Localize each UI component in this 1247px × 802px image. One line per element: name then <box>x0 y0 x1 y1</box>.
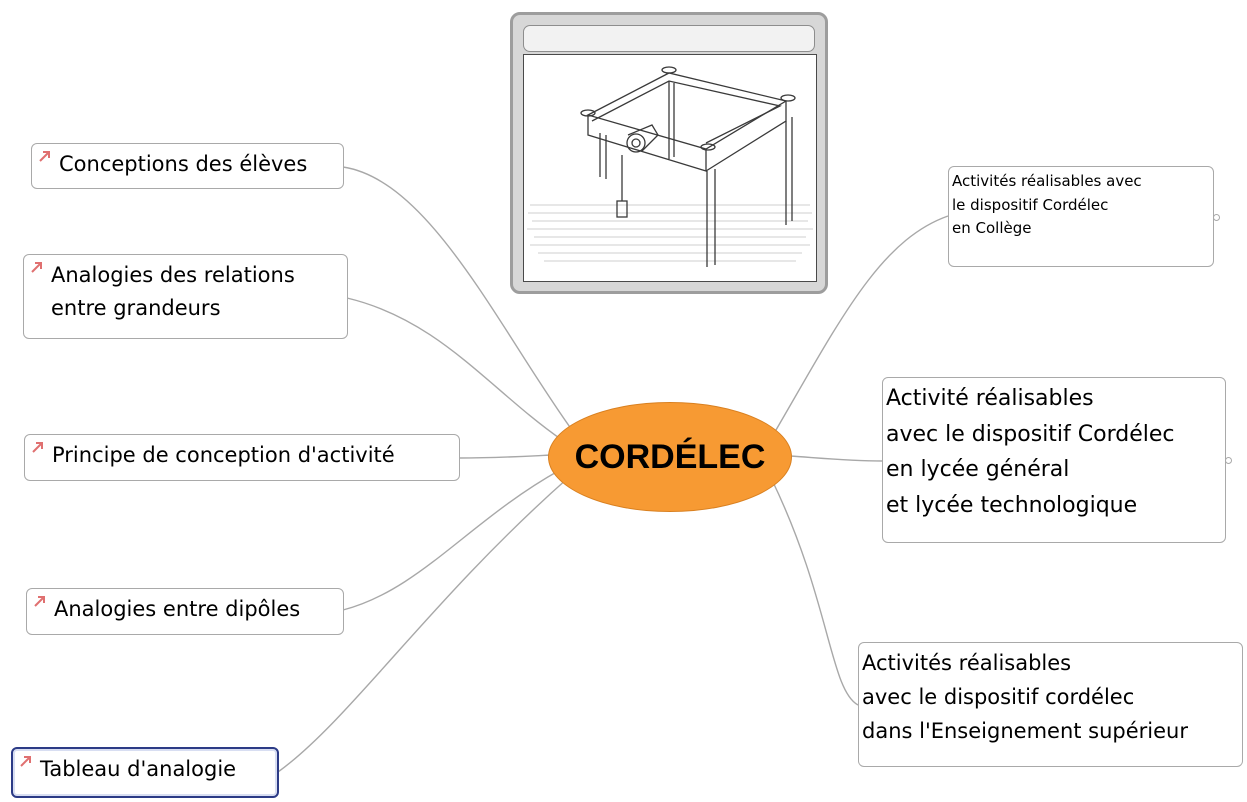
topic-principe-conception[interactable]: Principe de conception d'activité <box>24 434 460 481</box>
central-topic[interactable]: CORDÉLEC <box>548 402 792 512</box>
collapse-toggle[interactable] <box>1225 457 1232 464</box>
hyperlink-arrow-icon[interactable] <box>19 754 33 768</box>
topic-tableau-analogie[interactable]: Tableau d'analogie <box>11 747 279 798</box>
link-college <box>775 215 949 431</box>
topic-analogies-dipoles[interactable]: Analogies entre dipôles <box>26 588 344 635</box>
apparatus-image-frame[interactable] <box>510 12 828 294</box>
topic-label: Activités réalisables avec le dispositif… <box>862 651 1188 744</box>
topic-activites-lycee[interactable]: Activité réalisables avec le dispositif … <box>882 377 1232 543</box>
apparatus-image <box>523 54 817 282</box>
collapse-toggle[interactable] <box>1213 213 1220 221</box>
hyperlink-arrow-icon[interactable] <box>33 594 47 608</box>
link-superieur <box>771 479 859 706</box>
link-dipoles <box>342 469 561 611</box>
hyperlink-arrow-icon[interactable] <box>30 260 44 274</box>
topic-label: Principe de conception d'activité <box>52 443 395 467</box>
topic-conceptions-eleves[interactable]: Conceptions des élèves <box>31 143 344 189</box>
link-principe <box>458 454 553 459</box>
topic-activites-superieur[interactable]: Activités réalisables avec le dispositif… <box>858 642 1243 767</box>
hyperlink-arrow-icon[interactable] <box>31 440 45 454</box>
topic-label: Activités réalisables avec le dispositif… <box>952 172 1142 238</box>
topic-label: Analogies entre dipôles <box>54 597 301 621</box>
topic-label: Activité réalisables avec le dispositif … <box>886 386 1175 518</box>
link-analogies-relations <box>346 297 563 441</box>
link-conceptions <box>342 166 573 431</box>
topic-activites-college[interactable]: Activités réalisables avec le dispositif… <box>948 166 1220 267</box>
topic-label: Analogies des relations entre grandeurs <box>51 263 295 320</box>
hyperlink-arrow-icon[interactable] <box>38 149 52 163</box>
image-titlebar <box>523 25 815 52</box>
link-tableau <box>277 477 569 773</box>
topic-analogies-relations[interactable]: Analogies des relations entre grandeurs <box>23 254 348 339</box>
topic-label: Conceptions des élèves <box>59 152 308 176</box>
link-lycee <box>789 455 884 462</box>
cordelec-apparatus-illustration <box>527 66 813 267</box>
central-topic-label: CORDÉLEC <box>574 437 766 476</box>
topic-label: Tableau d'analogie <box>40 757 237 781</box>
